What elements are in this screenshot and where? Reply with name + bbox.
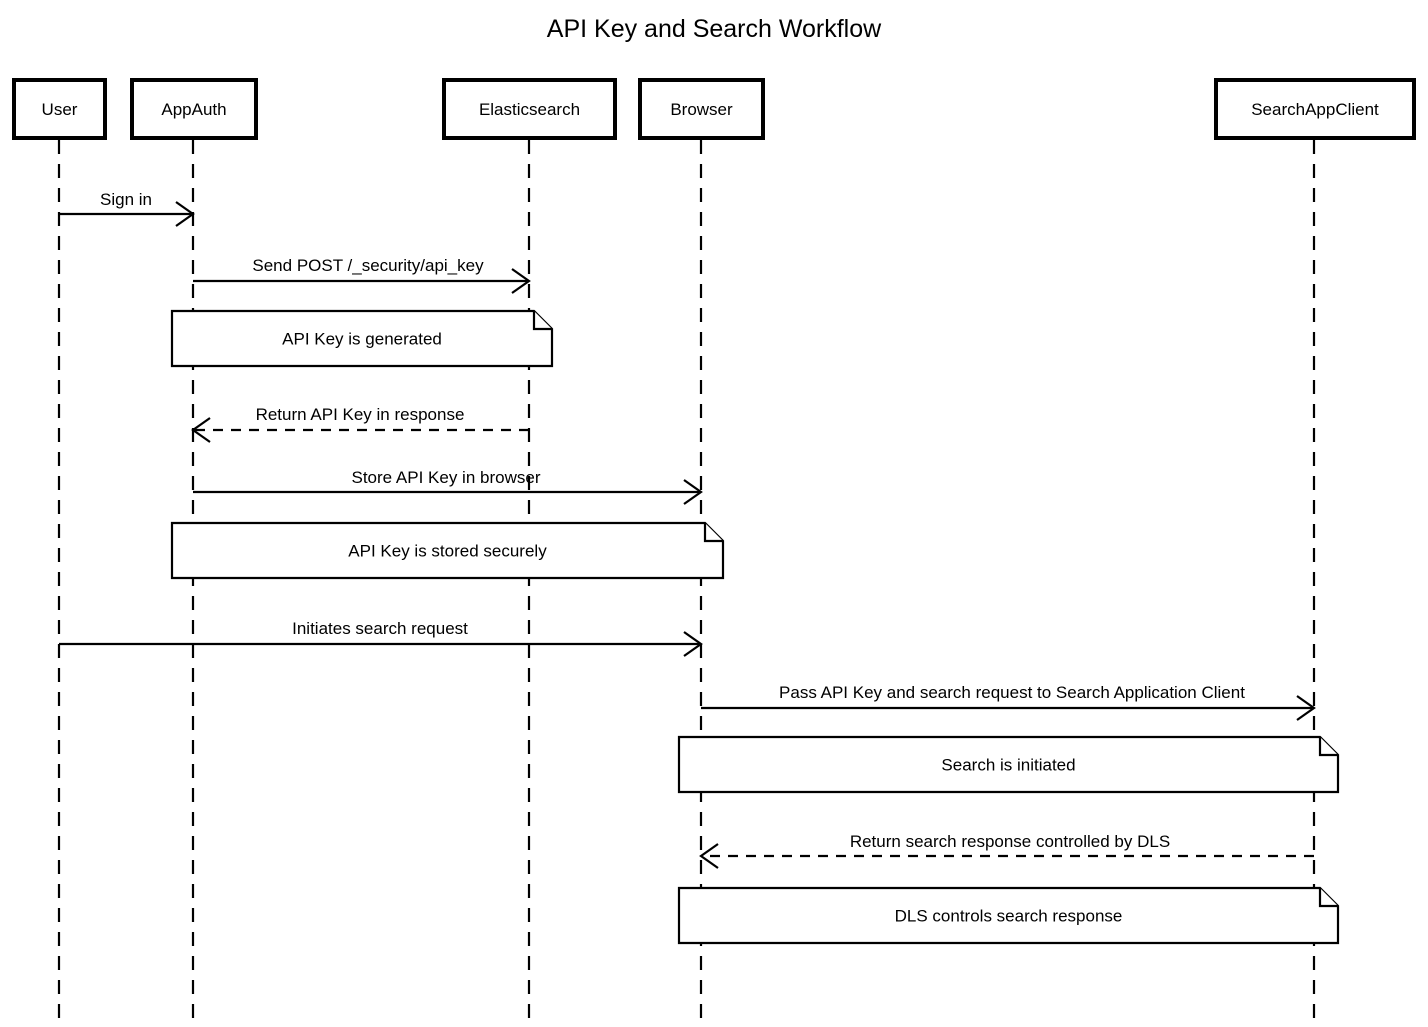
message-label-m7: Return search response controlled by DLS: [850, 832, 1170, 851]
message-label-m1: Sign in: [100, 190, 152, 209]
participants-group: User AppAuth Elasticsearch Browser SearchApp…: [12, 78, 1416, 140]
message-arrowhead-m6: [1296, 695, 1316, 721]
message-arrowhead-m2: [511, 268, 531, 294]
note-box-n2: [170, 521, 725, 580]
participant-box-user[interactable]: [12, 78, 107, 140]
note-label-n4: DLS controls search response: [895, 907, 1123, 926]
note-box-n1: [170, 309, 554, 368]
message-label-m4: Store API Key in browser: [352, 468, 541, 487]
note-box-n4: [677, 886, 1340, 945]
note-fold-n2: [703, 523, 723, 543]
participant-box-appauth[interactable]: [130, 78, 258, 140]
participant-box-browser[interactable]: [638, 78, 765, 140]
note-label-n2: API Key is stored securely: [348, 542, 547, 561]
participant-box-es[interactable]: [442, 78, 617, 140]
message-arrowhead-m1: [175, 201, 195, 227]
participant-label-browser: Browser: [670, 100, 733, 119]
diagram-title-group: API Key and Search Workflow: [547, 15, 882, 43]
participant-label-sac: SearchAppClient: [1251, 100, 1379, 119]
message-label-m5: Initiates search request: [292, 619, 468, 638]
note-box-n3: [677, 735, 1340, 794]
participant-label-user: User: [42, 100, 78, 119]
note-fold-n3: [1318, 737, 1338, 757]
participant-label-appauth: AppAuth: [161, 100, 226, 119]
note-fold-n4: [1318, 888, 1338, 908]
messages-group: Sign in Send POST /_security/api_keyRetur…: [59, 190, 1316, 869]
message-label-m2: Send POST /_security/api_key: [252, 256, 484, 275]
note-label-n3: Search is initiated: [941, 756, 1075, 775]
participant-label-es: Elasticsearch: [479, 100, 580, 119]
message-arrowhead-m7: [699, 843, 719, 869]
note-label-n1: API Key is generated: [282, 330, 442, 349]
message-arrowhead-m3: [191, 417, 211, 443]
note-fold-n1: [532, 311, 552, 331]
participant-box-sac[interactable]: [1214, 78, 1416, 140]
page-title: API Key and Search Workflow: [547, 15, 882, 43]
lifelines-group: [57, 140, 1316, 1020]
message-label-m3: Return API Key in response: [256, 405, 465, 424]
message-arrowhead-m5: [683, 631, 703, 657]
message-label-m6: Pass API Key and search request to Searc…: [779, 683, 1245, 702]
message-arrowhead-m4: [683, 479, 703, 505]
